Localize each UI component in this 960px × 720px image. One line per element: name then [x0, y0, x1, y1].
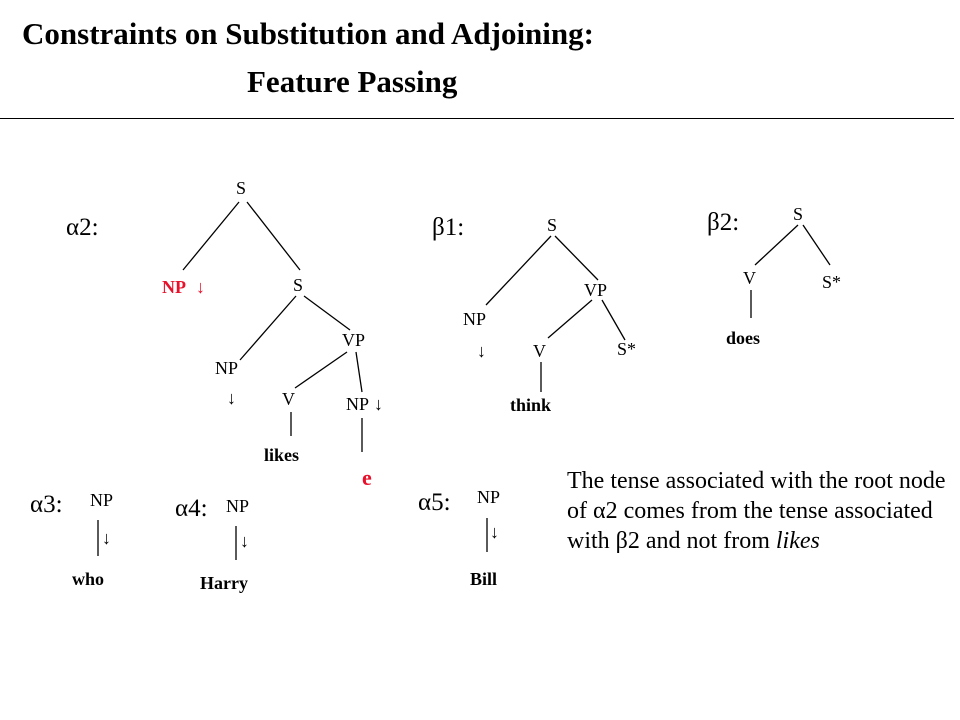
beta1-verb-think: think — [510, 395, 551, 415]
beta1-np: NP — [463, 309, 486, 329]
alpha5-np: NP — [477, 487, 500, 507]
alpha2-verb-likes: likes — [264, 445, 299, 465]
alpha3-np: NP — [90, 490, 113, 510]
beta1-np-arrow: ↓ — [477, 341, 486, 361]
beta2-verb-does: does — [726, 328, 760, 348]
edge-a2-s-np — [182, 201, 240, 271]
edge-b1-vp-v — [547, 299, 593, 339]
alpha2-v: V — [282, 389, 295, 409]
alpha3-word-who: who — [72, 569, 104, 589]
beta1-v: V — [533, 341, 546, 361]
edge-b2-s-v — [754, 224, 799, 266]
alpha2-inner-s: S — [293, 275, 303, 295]
alpha2-subst-arrow: ↓ — [196, 277, 205, 297]
slide-title-line1: Constraints on Substitution and Adjoinin… — [22, 16, 594, 51]
alpha4-arrow: ↓ — [240, 531, 249, 551]
beta1-vp: VP — [584, 280, 607, 300]
alpha2-trace-e: e — [362, 465, 372, 490]
beta2-root-s: S — [793, 204, 803, 224]
slide-title-line2: Feature Passing — [247, 64, 458, 99]
alpha2-subst-np: NP — [162, 277, 186, 297]
edge-b1-s-np — [485, 235, 552, 306]
beta2-foot-s: S* — [822, 272, 841, 292]
title-divider — [0, 118, 954, 119]
alpha2-np-arrow: ↓ — [227, 388, 236, 408]
alpha4-np: NP — [226, 496, 249, 516]
note-ref-alpha2: α2 — [593, 498, 618, 524]
alpha3-arrow: ↓ — [102, 528, 111, 548]
alpha2-obj-np: NP — [346, 394, 369, 414]
alpha2-root-s: S — [236, 178, 246, 198]
edge-a2-s-np2 — [239, 295, 297, 361]
edge-b1-s-vp — [554, 235, 599, 281]
note-text-1: The tense associated with the root node … — [567, 468, 946, 524]
alpha5-word-bill: Bill — [470, 569, 497, 589]
alpha5-arrow: ↓ — [490, 522, 499, 542]
note-text-2: comes from the tense associated with — [567, 498, 933, 554]
beta2-v: V — [743, 268, 756, 288]
beta1-root-s: S — [547, 215, 557, 235]
alpha2-vp: VP — [342, 330, 365, 350]
beta2-label: β2: — [707, 209, 739, 236]
edge-b1-vp-s — [601, 299, 626, 341]
tense-explanation-note: The tense associated with the root node … — [567, 466, 959, 556]
beta1-label: β1: — [432, 214, 464, 241]
note-ref-beta2: β2 — [615, 528, 640, 554]
alpha5-label: α5: — [418, 489, 451, 516]
edge-a2-vp-v — [294, 351, 348, 389]
note-text-3: and not from — [639, 528, 776, 554]
edge-a2-vp-np — [355, 351, 363, 393]
alpha4-word-harry: Harry — [200, 573, 248, 593]
alpha4-label: α4: — [175, 495, 208, 522]
edge-a2-s-vp — [303, 295, 351, 331]
tree-edges — [97, 201, 831, 560]
edge-a2-s-s — [246, 201, 301, 271]
alpha3-label: α3: — [30, 491, 63, 518]
edge-b2-s-s — [802, 224, 831, 266]
beta1-foot-s: S* — [617, 339, 636, 359]
note-word-likes: likes — [775, 528, 820, 554]
alpha2-np: NP — [215, 358, 238, 378]
alpha2-obj-arrow: ↓ — [374, 394, 383, 414]
alpha2-label: α2: — [66, 214, 99, 241]
